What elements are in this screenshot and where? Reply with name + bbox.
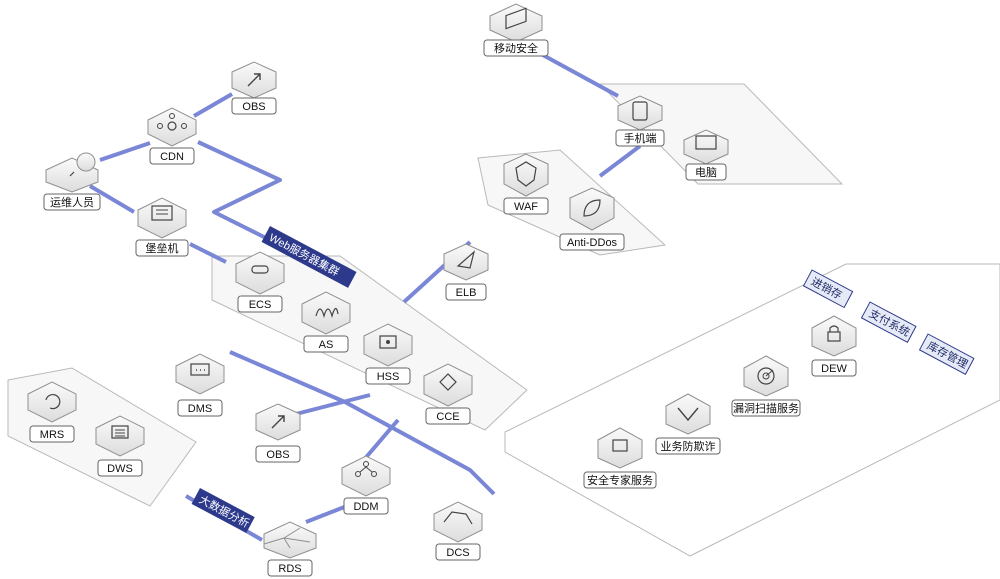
flow-bastion-to-cluster (189, 242, 227, 264)
node-as-label: AS (319, 339, 334, 351)
flow-ops-to-bastion (88, 184, 136, 214)
node-mrs[interactable]: MRS (27, 381, 77, 443)
node-cdn[interactable]: CDN (147, 107, 197, 165)
flow-dms-line (229, 350, 346, 404)
node-mobile-security[interactable]: 移动安全 (483, 3, 549, 57)
server-icon (251, 265, 269, 274)
node-ddm-label: DDM (353, 501, 378, 513)
document-icon (111, 425, 129, 439)
node-ops-staff-label: 运维人员 (50, 196, 94, 209)
node-obs-mid-label: OBS (266, 449, 289, 461)
node-as[interactable]: AS (301, 291, 351, 353)
phone-icon (632, 101, 648, 121)
node-phone-label: 手机端 (624, 131, 657, 145)
node-ops-staff[interactable]: 运维人员 (43, 152, 101, 211)
node-ecs[interactable]: ECS (235, 251, 285, 313)
flow-cluster-to-dms (344, 400, 496, 496)
flow-obs-to-cdn (192, 92, 234, 118)
node-waf-label: WAF (514, 201, 538, 213)
database-cluster-icon (263, 527, 311, 549)
padlock-icon (827, 325, 841, 342)
flow-cluster-to-obs (295, 393, 371, 416)
message-icon (190, 363, 210, 376)
node-cce[interactable]: CCE (423, 363, 473, 425)
node-bastion-label: 堡垒机 (146, 241, 179, 255)
node-hss-label: HSS (377, 371, 400, 383)
node-waf[interactable]: WAF (503, 153, 549, 215)
node-elb-label: ELB (456, 287, 477, 299)
node-computer[interactable]: 电脑 (683, 129, 729, 181)
node-bastion[interactable]: 堡垒机 (135, 197, 189, 257)
node-phone[interactable]: 手机端 (615, 95, 665, 147)
lock-box-icon (379, 335, 397, 349)
radar-icon (757, 367, 775, 385)
kite-icon (456, 250, 476, 269)
cube-icon (439, 373, 457, 391)
node-mobile-security-label: 移动安全 (494, 41, 538, 55)
node-dew-label: DEW (821, 363, 847, 375)
node-anti-fraud[interactable]: 业务防欺诈 (655, 393, 721, 455)
node-cce-label: CCE (436, 411, 459, 423)
node-anti-ddos-label: Anti-DDos (567, 237, 618, 249)
node-obs-top-label: OBS (242, 101, 265, 113)
node-mrs-label: MRS (40, 429, 64, 441)
node-dew[interactable]: DEW (811, 315, 857, 377)
hexagon-icon (443, 511, 473, 525)
node-anti-ddos[interactable]: Anti-DDos (559, 187, 625, 251)
person-icon (69, 152, 96, 177)
node-ddm[interactable]: DDM (341, 455, 391, 515)
node-obs-mid[interactable]: OBS (255, 403, 301, 463)
tablet-icon (505, 7, 527, 30)
node-vuln-scan-label: 漏洞扫描服务 (733, 401, 799, 415)
node-dms-label: DMS (188, 403, 212, 415)
flow-cdn-to-ops (99, 141, 151, 162)
tree-icon (355, 461, 377, 477)
node-dcs[interactable]: DCS (433, 501, 483, 561)
network-hub-icon (157, 113, 187, 131)
shield-check-icon (677, 407, 699, 422)
upload-arrow-icon (271, 415, 285, 429)
node-cdn-label: CDN (160, 151, 184, 163)
node-anti-fraud-label: 业务防欺诈 (661, 439, 716, 453)
node-hss[interactable]: HSS (363, 323, 413, 385)
node-vuln-scan[interactable]: 漏洞扫描服务 (731, 355, 801, 417)
big-data-banner-label: 大数据分析 (197, 492, 252, 530)
wave-icon (315, 307, 339, 319)
node-dws[interactable]: DWS (95, 415, 145, 477)
big-data-banner: 大数据分析 (191, 488, 255, 534)
shield-refresh-icon (612, 439, 628, 452)
node-dms[interactable]: DMS (175, 353, 225, 417)
flow-devices-to-waf (598, 144, 642, 178)
node-security-expert[interactable]: 安全专家服务 (583, 427, 657, 489)
node-security-expert-label: 安全专家服务 (587, 473, 653, 487)
server-rack-icon (151, 205, 173, 221)
shield-icon (515, 161, 537, 187)
flow-cdn-return (197, 140, 282, 242)
node-rds-label: RDS (278, 563, 301, 575)
node-computer-label: 电脑 (695, 166, 717, 179)
nodes: 移动安全 手机端 电脑 WAF Anti-DDos (27, 3, 857, 577)
cycle-icon (45, 394, 61, 410)
flow-to-ddm (360, 418, 400, 464)
leaf-icon (583, 199, 601, 217)
node-dws-label: DWS (107, 463, 133, 475)
upload-arrow-icon (247, 73, 261, 87)
monitor-icon (695, 135, 717, 150)
node-obs-top[interactable]: OBS (231, 61, 277, 115)
node-ecs-label: ECS (249, 299, 272, 311)
node-elb[interactable]: ELB (443, 243, 489, 301)
node-rds[interactable]: RDS (263, 521, 317, 577)
node-dcs-label: DCS (446, 547, 469, 559)
